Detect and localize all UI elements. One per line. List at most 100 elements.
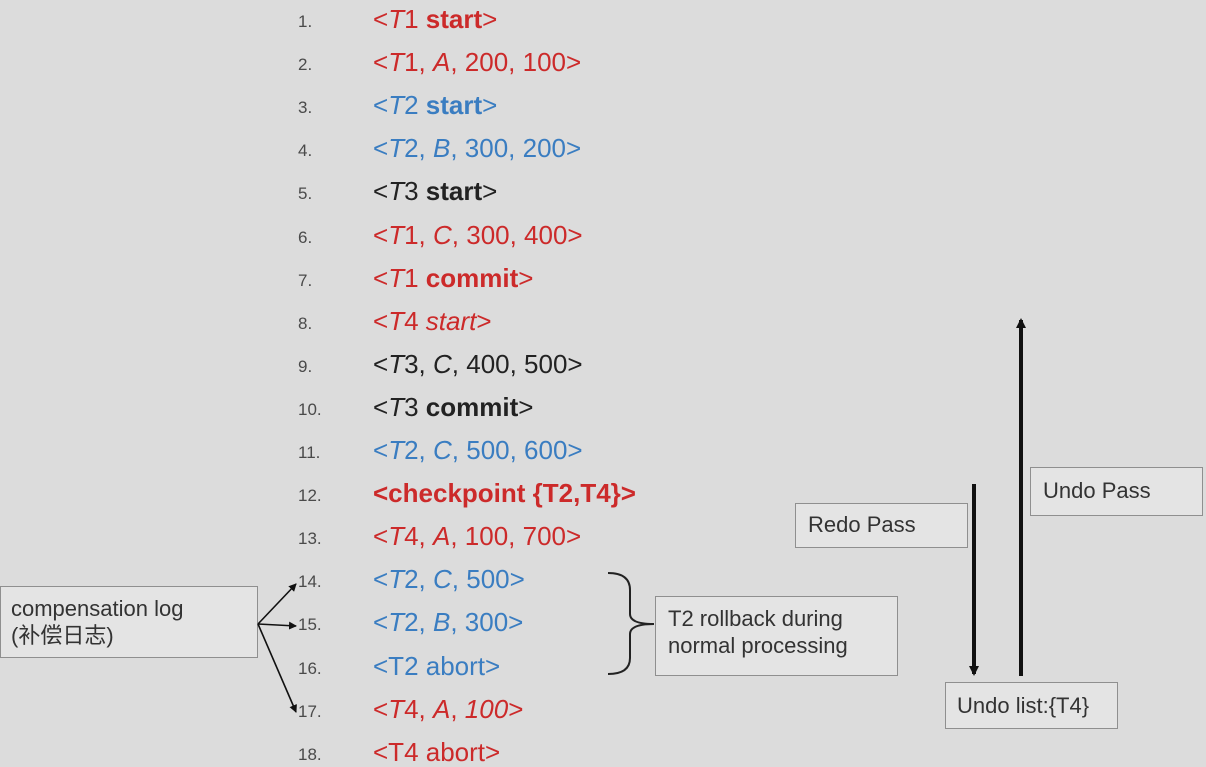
- log-record-segment: 3,: [404, 348, 433, 379]
- log-record-segment: A: [433, 521, 451, 552]
- log-record-segment: <: [373, 693, 389, 724]
- log-record: <T4, A, 100>: [373, 694, 523, 724]
- log-record-segment: T: [388, 262, 405, 293]
- log-record-segment: <: [373, 219, 389, 250]
- log-record-segment: C: [433, 348, 452, 379]
- log-record-segment: <: [373, 4, 389, 34]
- log-record-segment: >: [518, 391, 534, 422]
- log-record-segment: 4,: [404, 521, 433, 552]
- log-record-segment: 2,: [404, 435, 433, 465]
- log-record-segment: , 200, 100>: [450, 47, 582, 78]
- log-record: <T2, C, 500, 600>: [373, 435, 583, 465]
- log-line-number: 4.: [298, 141, 313, 161]
- log-record-segment: <: [373, 521, 389, 552]
- log-record-segment: , 400, 500>: [451, 348, 583, 379]
- log-record-segment: <: [373, 133, 389, 164]
- log-record-segment: T: [388, 90, 405, 121]
- undo-list-box: Undo list:{T4}: [945, 682, 1118, 729]
- log-line-number: 16.: [298, 658, 322, 678]
- log-record-segment: <T4 abort>: [373, 736, 501, 767]
- log-line-number: 6.: [298, 227, 313, 247]
- log-record-segment: T: [388, 305, 405, 336]
- t2-rollback-box: T2 rollback during normal processing: [655, 596, 898, 676]
- log-record-segment: start: [425, 90, 483, 121]
- log-line-number: 2.: [298, 55, 313, 75]
- log-record-segment: <: [373, 348, 389, 379]
- log-record-segment: 3: [404, 176, 426, 207]
- log-record-segment: B: [433, 607, 451, 638]
- log-record-segment: >: [476, 305, 492, 336]
- arrow-to-14: [257, 583, 297, 625]
- log-record-segment: <T2 abort>: [373, 650, 501, 681]
- log-record-segment: T: [388, 4, 405, 34]
- compensation-arrows: [257, 583, 297, 713]
- log-record: <T1 start>: [373, 4, 497, 34]
- log-record: <T1 commit>: [373, 263, 533, 293]
- log-line-number: 8.: [298, 313, 313, 333]
- log-record-segment: commit: [425, 262, 519, 293]
- log-record-segment: , 300>: [450, 607, 524, 638]
- log-record-segment: T: [388, 391, 405, 422]
- log-record-segment: A: [433, 693, 451, 724]
- log-line-number: 14.: [298, 572, 322, 592]
- log-record-segment: >: [508, 693, 524, 724]
- log-record-segment: start: [425, 176, 483, 207]
- log-record: <T3 commit>: [373, 392, 533, 422]
- log-record-segment: 4,: [404, 693, 433, 724]
- log-record-segment: <: [373, 305, 389, 336]
- log-line-number: 13.: [298, 529, 322, 549]
- log-line-number: 15.: [298, 615, 322, 635]
- log-record-segment: 1,: [404, 47, 433, 78]
- log-record-segment: 3: [404, 391, 426, 422]
- log-record-segment: >: [482, 176, 498, 207]
- log-record-segment: C: [433, 219, 452, 250]
- compensation-log-box: compensation log (补偿日志): [0, 586, 258, 658]
- log-record-segment: 2: [404, 90, 426, 121]
- log-record-segment: , 100, 700>: [450, 521, 582, 552]
- log-record-segment: C: [433, 435, 452, 465]
- log-record: <T1, C, 300, 400>: [373, 220, 583, 250]
- log-line-number: 10.: [298, 399, 322, 419]
- log-record-segment: 2,: [404, 133, 433, 164]
- log-record-segment: <: [373, 47, 389, 78]
- log-record: <T3 start>: [373, 176, 497, 206]
- log-record-segment: T: [388, 435, 405, 465]
- log-record-segment: <checkpoint {T2,T4}>: [373, 478, 636, 509]
- log-record-segment: T: [388, 521, 405, 552]
- log-record-segment: 100: [464, 693, 509, 724]
- log-line-number: 1.: [298, 12, 313, 31]
- log-line-number: 9.: [298, 356, 313, 376]
- log-line-number: 17.: [298, 701, 322, 721]
- log-line-number: 11.: [298, 443, 321, 462]
- log-record-segment: , 500>: [451, 564, 525, 595]
- log-record-segment: T: [388, 564, 405, 595]
- rollback-bracket: [607, 572, 655, 675]
- compensation-log-cn-label: (补偿日志): [11, 623, 114, 648]
- log-record-segment: 4: [404, 305, 426, 336]
- log-record-segment: <: [373, 607, 389, 638]
- log-record: <T2, B, 300>: [373, 607, 523, 637]
- log-line-number: 18.: [298, 744, 322, 764]
- log-record-segment: 1,: [404, 219, 433, 250]
- undo-list-label: Undo list:{T4}: [957, 693, 1090, 718]
- log-record-segment: B: [433, 133, 451, 164]
- log-record-segment: , 500, 600>: [451, 435, 583, 465]
- arrow-to-17: [257, 623, 297, 713]
- log-record-segment: T: [388, 607, 405, 638]
- log-record-segment: <: [373, 435, 389, 465]
- log-record: <T2 abort>: [373, 651, 500, 681]
- log-record-segment: <: [373, 391, 389, 422]
- t2-rollback-label-1: T2 rollback during: [668, 606, 843, 631]
- log-line-number: 12.: [298, 486, 322, 506]
- log-record: <T2, C, 500>: [373, 564, 525, 594]
- log-record-segment: <: [373, 176, 389, 207]
- log-line-number: 3.: [298, 98, 313, 118]
- log-record: <T2 start>: [373, 90, 497, 120]
- log-record-segment: >: [518, 262, 534, 293]
- log-record-segment: <: [373, 262, 389, 293]
- log-record: <T2, B, 300, 200>: [373, 133, 581, 163]
- log-record-segment: start: [425, 305, 477, 336]
- log-record-segment: <: [373, 90, 389, 121]
- log-record-segment: >: [482, 4, 498, 34]
